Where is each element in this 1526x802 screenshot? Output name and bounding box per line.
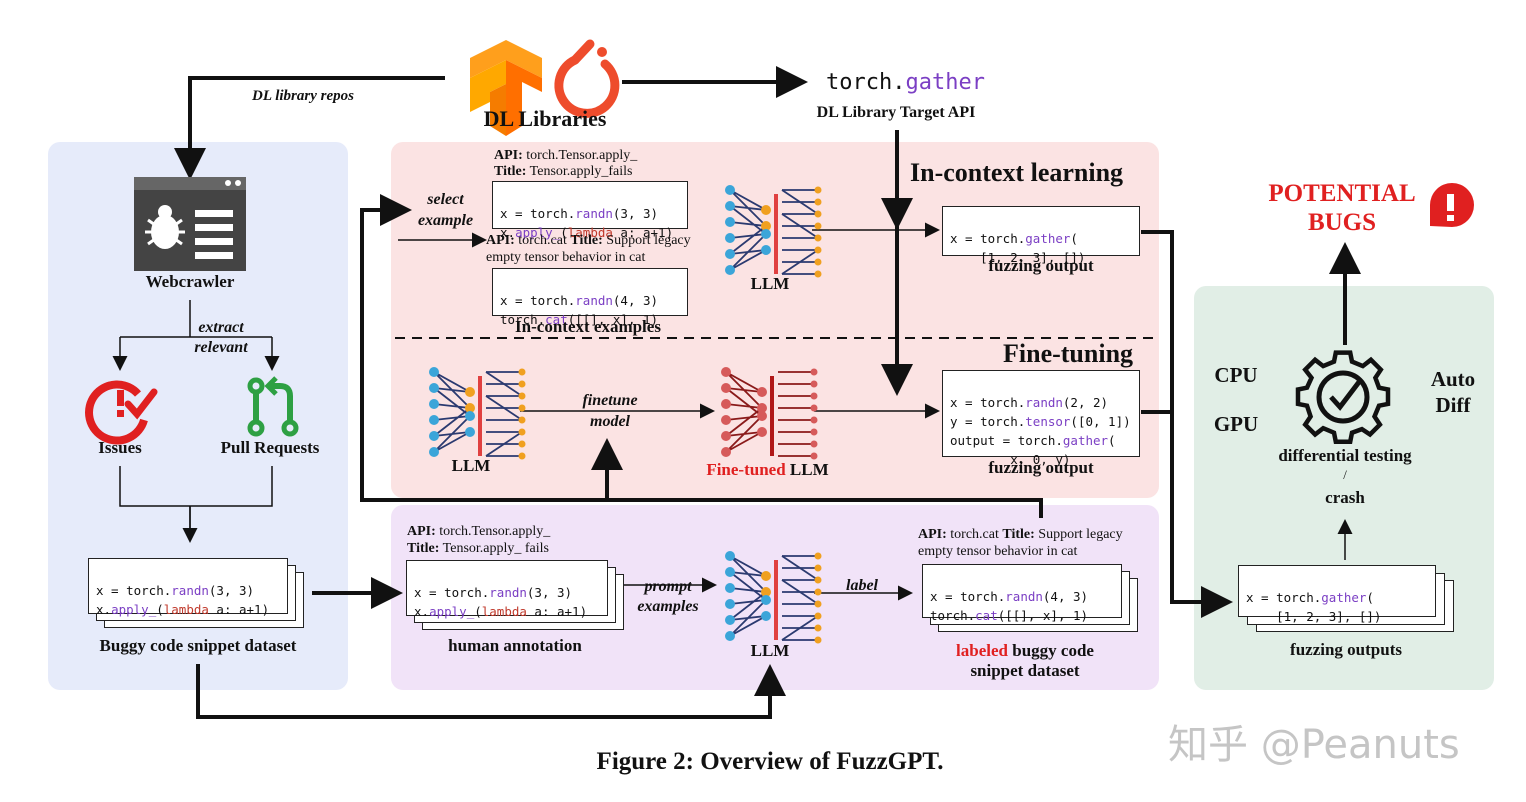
issue-icon — [85, 380, 158, 445]
ex2-api: API: torch.cat Title: Support legacy — [486, 233, 691, 248]
finetuned-llm-label: Fine-tuned LLM — [706, 460, 829, 479]
target-code-fn: gather — [905, 70, 985, 95]
prompt-examples-1: prompt — [644, 578, 692, 595]
ex1-api: API: torch.Tensor.apply_ — [494, 148, 638, 163]
gpu-label: GPU — [1213, 412, 1259, 436]
target-code-obj: torch. — [826, 70, 906, 95]
icl-output-label: fuzzing output — [988, 256, 1094, 275]
ex1-code: x = torch.randn(3, 3) x.apply_(lambda a:… — [492, 181, 688, 240]
label-word: label — [846, 577, 878, 594]
labeled-dataset-label-2: snippet dataset — [970, 661, 1080, 680]
potential-bugs-2: BUGS — [1307, 209, 1377, 236]
llm-icon-base — [428, 366, 527, 461]
llm-icon-finetuned — [720, 366, 819, 461]
labeled-title-cont: empty tensor behavior in cat — [918, 544, 1078, 559]
tensorflow-logo — [470, 40, 542, 136]
auto-label: Auto — [1430, 367, 1476, 391]
fuzzing-outputs-label: fuzzing outputs — [1290, 640, 1402, 659]
repos-arrow — [174, 76, 445, 180]
llm-icon-icl — [724, 184, 823, 279]
labeled-code: x = torch.randn(4, 3) torch.cat([[], x],… — [922, 564, 1122, 623]
llm-icon-annotation — [724, 550, 823, 645]
ft-title: Fine-tuning — [1003, 339, 1134, 368]
icl-output-code: x = torch.gather( [1, 2, 3], []) — [942, 206, 1140, 265]
icl-llm-label: LLM — [750, 274, 790, 293]
ft-base-llm-label: LLM — [451, 456, 491, 475]
finetune-label-1: finetune — [582, 392, 638, 409]
ft-output-label: fuzzing output — [988, 458, 1094, 477]
webcrawler-label: Webcrawler — [145, 272, 235, 291]
figure-caption: Figure 2: Overview of FuzzGPT. — [596, 748, 944, 775]
ex1-title: Title: Tensor.apply_fails — [494, 164, 633, 179]
human-annotation-label: human annotation — [448, 636, 582, 655]
ft-output-code: x = torch.randn(2, 2) y = torch.tensor([… — [942, 370, 1140, 467]
ex2-title-cont: empty tensor behavior in cat — [486, 250, 646, 265]
annot-api: API: torch.Tensor.apply_ — [407, 524, 551, 539]
watermark: 知乎 @Peanuts — [1168, 722, 1460, 768]
potential-bugs-1: POTENTIAL — [1268, 180, 1416, 207]
diff-label: Diff — [1435, 393, 1471, 417]
webcrawler-icon — [134, 177, 246, 271]
dataset-label: Buggy code snippet dataset — [99, 636, 297, 655]
libraries-label: DL Libraries — [483, 106, 607, 131]
issues-label: Issues — [98, 438, 142, 457]
annot-code: x = torch.randn(3, 3) x.apply_(lambda a:… — [406, 560, 608, 619]
alert-icon — [1430, 183, 1474, 227]
icl-title: In-context learning — [910, 158, 1124, 187]
labeled-dataset-label-1: labeled buggy code — [956, 641, 1094, 660]
gear-icon — [1295, 350, 1391, 444]
testing-label-3: crash — [1325, 488, 1365, 507]
testing-label-1: differential testing — [1278, 446, 1412, 465]
target-api-label: DL Library Target API — [816, 104, 976, 121]
finetune-label-2: model — [590, 413, 630, 430]
snippet-card: x = torch.randn(3, 3) x.apply_(lambda a:… — [88, 558, 288, 617]
extract-label-1: extract — [198, 319, 244, 336]
extract-label-2: relevant — [194, 339, 248, 356]
outputs-code: x = torch.gather( [1, 2, 3], []) — [1238, 565, 1436, 624]
cpu-label: CPU — [1214, 363, 1258, 387]
annot-llm-label: LLM — [750, 641, 790, 660]
select-example-2: example — [417, 212, 474, 229]
annot-title: Title: Tensor.apply_ fails — [407, 541, 549, 556]
repos-label: DL library repos — [252, 88, 354, 104]
target-api-code: torch.gather — [826, 70, 985, 95]
labeled-api: API: torch.cat Title: Support legacy — [918, 527, 1123, 542]
ex2-code: x = torch.randn(4, 3) torch.cat([[], x],… — [492, 268, 688, 327]
icl-examples-label: In-context examples — [515, 317, 661, 336]
prompt-examples-2: examples — [637, 598, 699, 615]
pull-requests-label: Pull Requests — [220, 438, 320, 457]
select-example-1: select — [427, 191, 464, 208]
testing-label-2: / — [1343, 467, 1347, 482]
pull-request-icon — [247, 376, 299, 437]
pytorch-logo — [554, 39, 620, 118]
